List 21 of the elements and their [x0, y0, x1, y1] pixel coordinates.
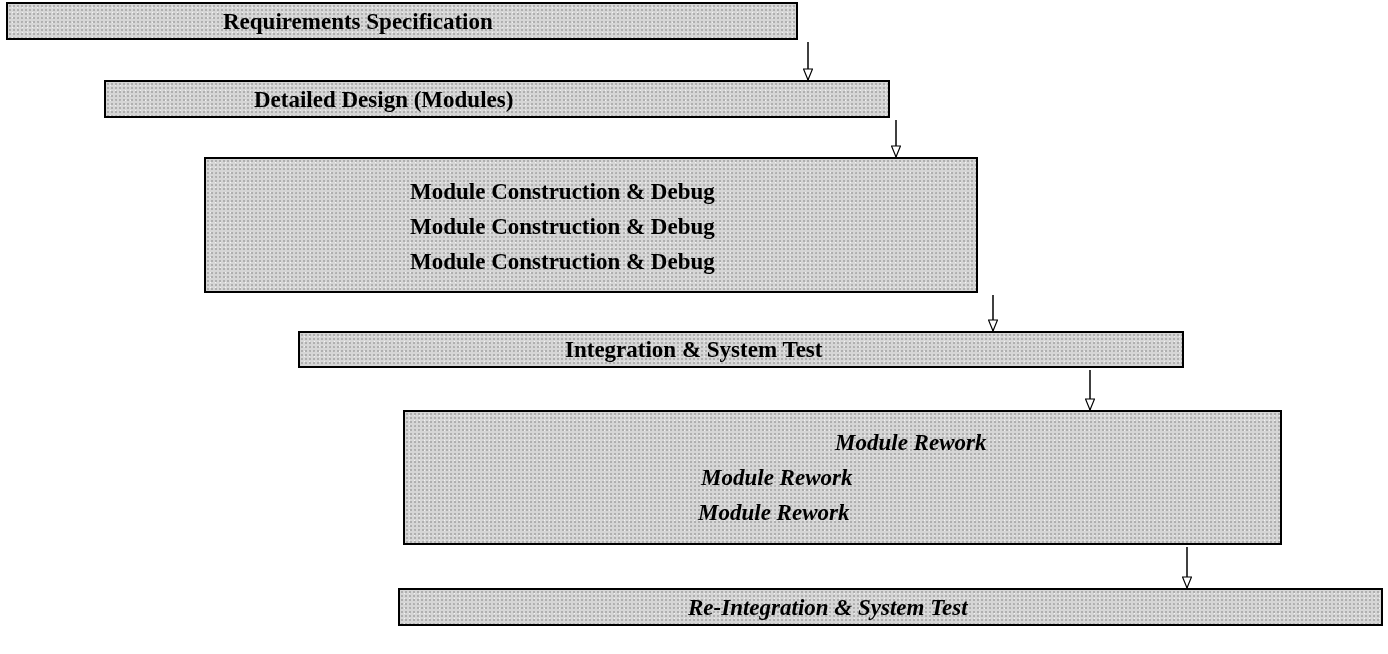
step-label: Module Rework	[701, 465, 853, 491]
arrow	[802, 41, 814, 81]
arrow	[1181, 546, 1193, 589]
process-box	[403, 410, 1282, 545]
step-label: Module Construction & Debug	[410, 179, 715, 205]
process-box	[6, 2, 798, 40]
arrow	[987, 294, 999, 332]
arrow	[890, 119, 902, 158]
step-label: Module Rework	[698, 500, 850, 526]
step-label: Requirements Specification	[223, 9, 493, 35]
step-label: Integration & System Test	[565, 337, 823, 363]
process-box	[298, 331, 1184, 368]
arrow	[1084, 369, 1096, 411]
step-label: Module Construction & Debug	[410, 249, 715, 275]
step-label: Module Rework	[835, 430, 987, 456]
step-label: Detailed Design (Modules)	[254, 87, 514, 113]
step-label: Module Construction & Debug	[410, 214, 715, 240]
process-box	[104, 80, 890, 118]
process-box	[398, 588, 1383, 626]
process-box	[204, 157, 978, 293]
step-label: Re-Integration & System Test	[688, 595, 968, 621]
